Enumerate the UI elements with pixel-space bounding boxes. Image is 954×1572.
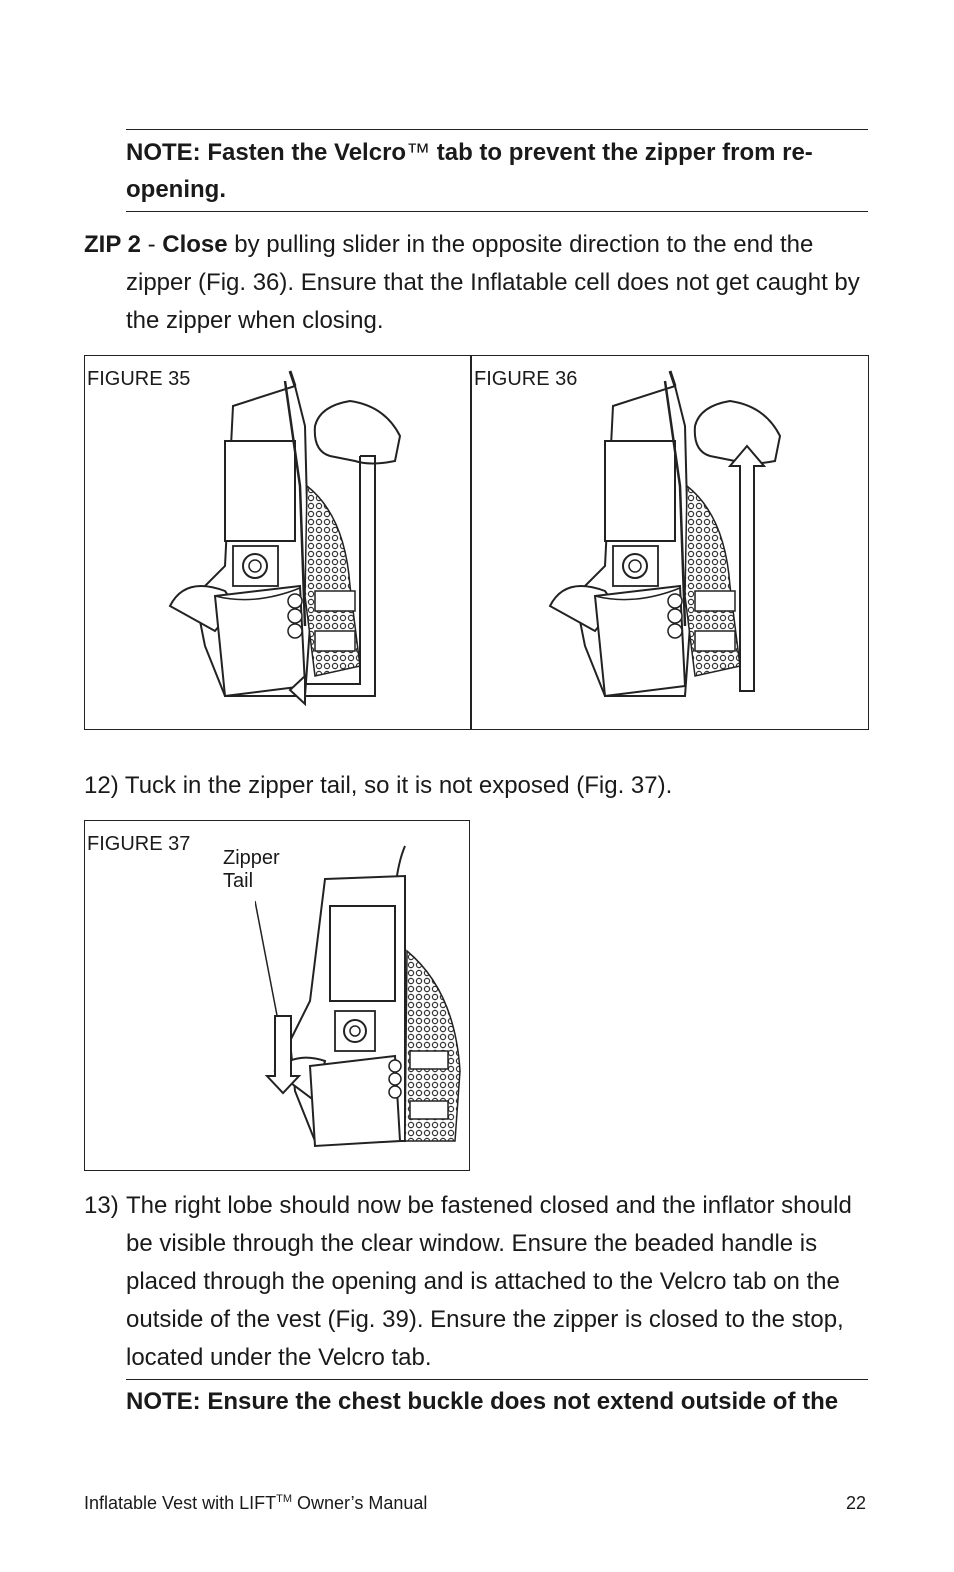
step-12: 12) Tuck in the zipper tail, so it is no…: [84, 772, 673, 799]
zipper-tail-line2: Tail: [223, 870, 254, 892]
zip2-line2: zipper (Fig. 36). Ensure that the Inflat…: [126, 269, 860, 296]
note-top-line2: opening.: [126, 176, 226, 203]
figure-35-36-frame: FIGURE 35 FIGURE 36: [84, 355, 869, 730]
note-top-rule-above: [126, 129, 868, 130]
figure-37-label: FIGURE 37: [87, 833, 191, 855]
step-13-line3: placed through the opening and is attach…: [126, 1268, 840, 1295]
footer-title: Inflatable Vest with LIFTTM Owner’s Manu…: [84, 1493, 428, 1513]
zipper-tail-line1: Zipper: [223, 847, 280, 869]
zipper-tail-label: Zipper Tail: [223, 847, 280, 893]
figure-divider: [470, 356, 472, 729]
figure-37-frame: FIGURE 37 Zipper Tail: [84, 820, 470, 1171]
figure-36-illustration: [548, 370, 782, 698]
figure-36-label: FIGURE 36: [474, 368, 578, 390]
zip2-paragraph: ZIP 2 - Close by pulling slider in the o…: [84, 226, 874, 340]
step-13-line2: be visible through the clear window. Ens…: [126, 1230, 818, 1257]
step-13: 13)The right lobe should now be fastened…: [84, 1187, 874, 1377]
note-top: NOTE: Fasten the Velcro™ tab to prevent …: [126, 134, 868, 208]
step-13-line5: located under the Velcro tab.: [126, 1344, 432, 1371]
step-13-line4: outside of the vest (Fig. 39). Ensure th…: [126, 1306, 844, 1333]
step-13-line1: 13)The right lobe should now be fastened…: [84, 1187, 874, 1225]
note-bottom-rule-above: [126, 1379, 868, 1380]
zip2-line3: the zipper when closing.: [126, 307, 384, 334]
note-top-line1: NOTE: Fasten the Velcro™ tab to prevent …: [126, 139, 813, 166]
figure-35-label: FIGURE 35: [87, 368, 191, 390]
figure-37-illustration: [255, 845, 461, 1148]
zip2-line1: ZIP 2 - Close by pulling slider in the o…: [84, 231, 814, 258]
step-13-number: 13): [84, 1192, 119, 1219]
figure-35-illustration: [168, 370, 402, 707]
page-number: 22: [846, 1493, 867, 1513]
note-top-rule-below: [126, 211, 868, 212]
note-bottom: NOTE: Ensure the chest buckle does not e…: [126, 1388, 839, 1415]
